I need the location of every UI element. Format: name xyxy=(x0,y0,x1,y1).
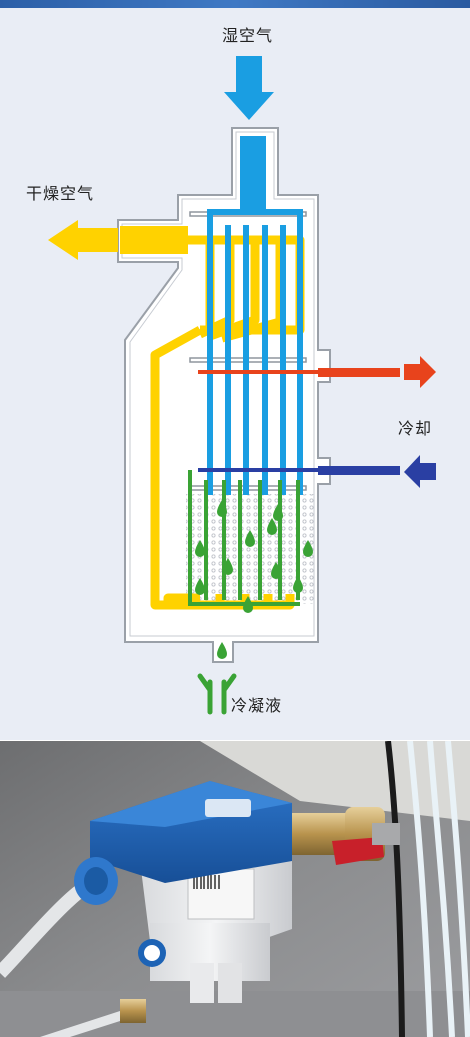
dryer-schematic xyxy=(48,56,436,715)
dry-air-outlet-duct xyxy=(120,226,188,254)
diagram-panel: 湿空气 干燥空气 冷却 冷凝液 xyxy=(0,0,470,740)
coolant-coil xyxy=(196,370,318,472)
coolant-outlet-pipe xyxy=(318,368,400,377)
wet-air-arrow-icon xyxy=(224,56,274,120)
coolant-inlet-pipe xyxy=(318,466,400,475)
condensate-path xyxy=(188,470,300,606)
dry-air-label: 干燥空气 xyxy=(26,184,95,203)
condensate-droplets xyxy=(195,500,313,659)
coolant-out-arrow-icon xyxy=(404,356,436,388)
wet-air-inlet-duct xyxy=(240,136,266,214)
condensate-outlet-icon xyxy=(197,673,237,715)
coolant-in-arrow-icon xyxy=(404,455,436,488)
top-accent-bar xyxy=(0,0,470,8)
condensate-drain-device-photo xyxy=(0,741,470,1037)
condensate-label: 冷凝液 xyxy=(231,696,283,715)
wet-air-label: 湿空气 xyxy=(222,26,274,45)
dry-air-arrow-icon xyxy=(48,220,118,260)
cooling-label: 冷却 xyxy=(398,419,433,438)
